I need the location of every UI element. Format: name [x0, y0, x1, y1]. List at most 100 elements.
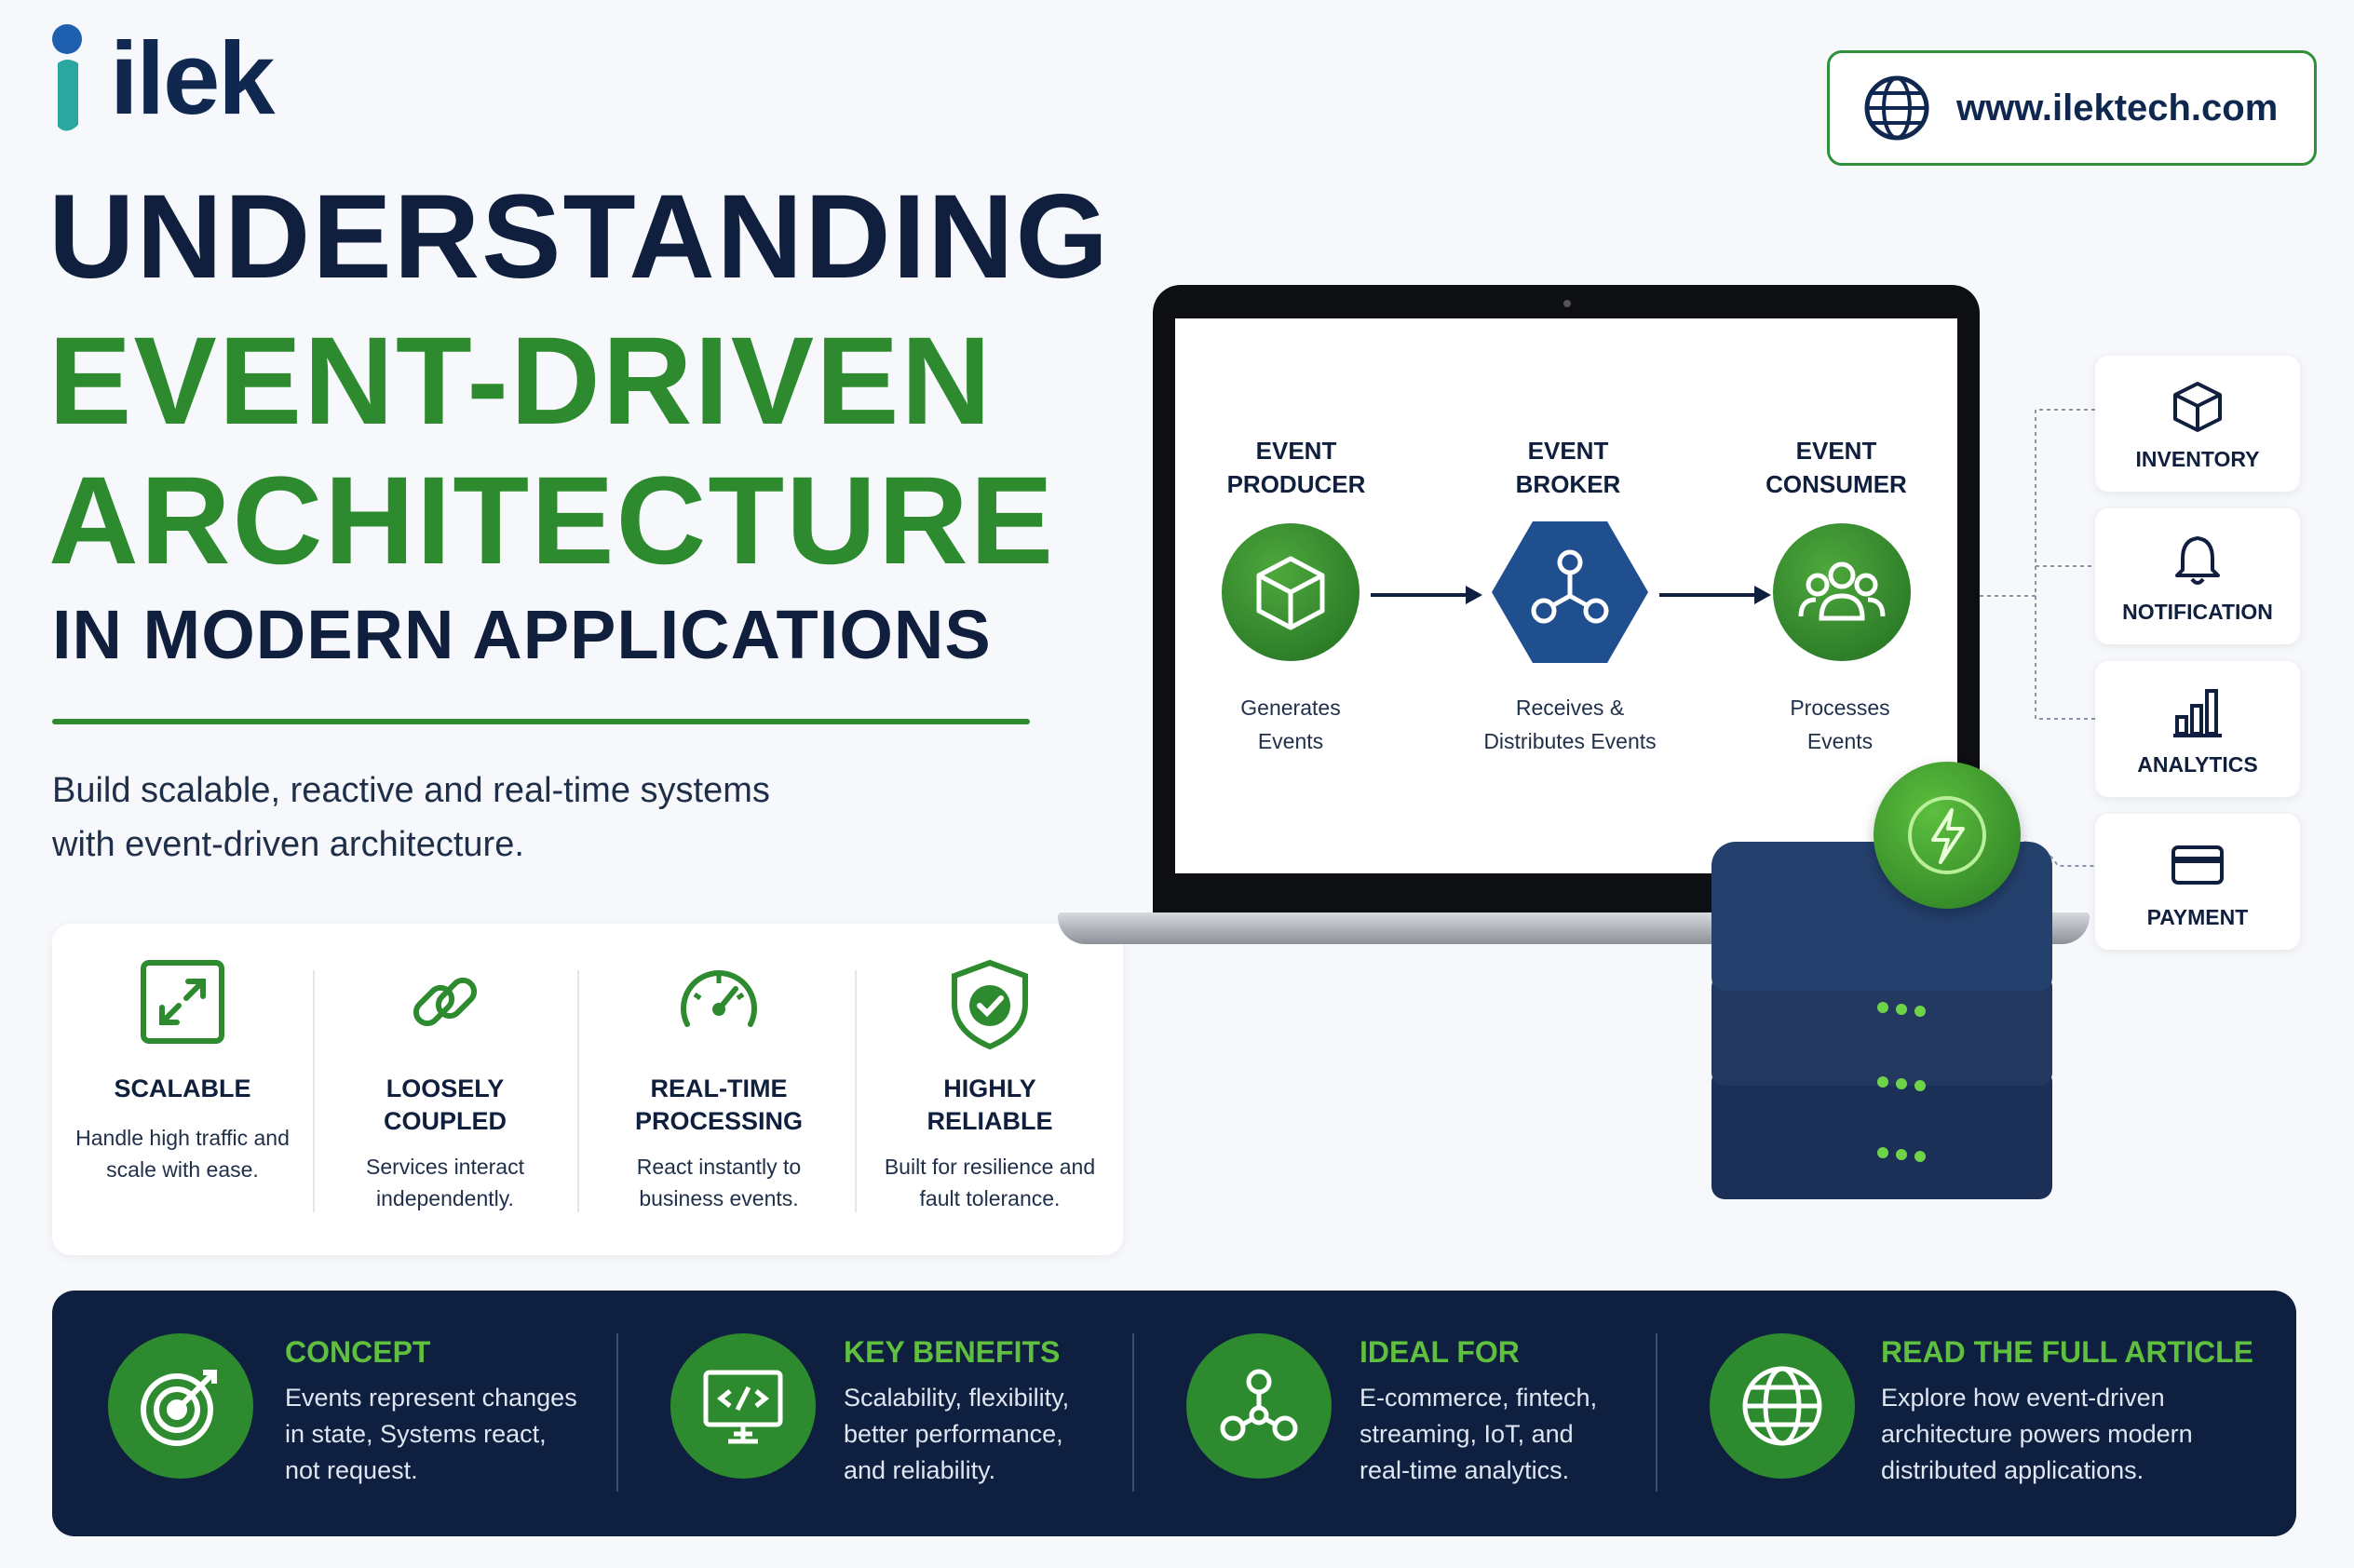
band-desc-line-3: and reliability.: [844, 1456, 996, 1484]
broker-node: [1492, 521, 1648, 663]
consumer-desc-line-1: Processes: [1790, 696, 1890, 720]
producer-desc-line-1: Generates: [1240, 696, 1341, 720]
consumer-label: EVENT CONSUMER: [1715, 434, 1957, 501]
service-label: PAYMENT: [2146, 905, 2249, 929]
broker-desc-line-1: Receives &: [1515, 696, 1625, 720]
band-item-concept: CONCEPT Events represent changes in stat…: [52, 1291, 611, 1536]
network-icon: [1220, 1369, 1298, 1441]
website-url[interactable]: www.ilektech.com: [1956, 87, 2279, 128]
producer-desc: Generates Events: [1170, 691, 1412, 758]
producer-node: [1222, 523, 1360, 661]
feature-scalable: SCALABLE Handle high traffic and scale w…: [52, 924, 313, 1255]
band-icon-circle: [1710, 1333, 1855, 1479]
feature-divider: [577, 970, 579, 1212]
feature-title-line-2: PROCESSING: [634, 1107, 804, 1135]
service-label: INVENTORY: [2135, 447, 2260, 471]
band-desc-line-3: distributed applications.: [1881, 1456, 2144, 1484]
subtitle: Build scalable, reactive and real-time s…: [52, 764, 983, 872]
title-line-3: ARCHITECTURE: [48, 452, 1056, 590]
band-desc: E-commerce, fintech, streaming, IoT, and…: [1360, 1380, 1676, 1489]
band-desc-line-2: architecture powers modern: [1881, 1420, 2193, 1448]
feature-title: LOOSELY COUPLED: [384, 1073, 507, 1138]
band-desc-line-1: Explore how event-driven: [1881, 1384, 2165, 1412]
feature-loosely-coupled: LOOSELY COUPLED Services interact indepe…: [315, 924, 575, 1255]
feature-title: REAL-TIME PROCESSING: [635, 1073, 803, 1138]
service-card-notification[interactable]: NOTIFICATION: [2095, 508, 2300, 644]
link-icon: [413, 977, 478, 1027]
globe-icon: [1864, 75, 1929, 141]
subtitle-line-1: Build scalable, reactive and real-time s…: [52, 771, 770, 810]
feature-desc: Services interact independently.: [366, 1151, 524, 1214]
feature-desc-line-2: fault tolerance.: [919, 1186, 1061, 1210]
band-title: IDEAL FOR: [1360, 1335, 1520, 1369]
feature-divider: [855, 970, 857, 1212]
network-icon: [1531, 549, 1609, 624]
feature-desc-line-1: Handle high traffic and: [75, 1126, 290, 1150]
arrow-icon: [1371, 586, 1482, 604]
band-desc-line-2: better performance,: [844, 1420, 1063, 1448]
band-desc-line-3: not request.: [285, 1456, 418, 1484]
feature-title-line-1: HIGHLY: [943, 1075, 1036, 1102]
consumer-label-line-1: EVENT: [1795, 437, 1877, 465]
globe-icon: [1742, 1366, 1822, 1446]
feature-title-line-2: COUPLED: [383, 1107, 507, 1135]
band-divider: [1656, 1333, 1657, 1492]
service-card-payment[interactable]: PAYMENT: [2095, 814, 2300, 950]
feature-real-time: REAL-TIME PROCESSING React instantly to …: [579, 924, 859, 1255]
feature-title: HIGHLY RELIABLE: [927, 1073, 1053, 1138]
band-desc: Explore how event-driven architecture po…: [1881, 1380, 2253, 1489]
band-title: KEY BENEFITS: [844, 1335, 1061, 1369]
band-desc-line-3: real-time analytics.: [1360, 1456, 1570, 1484]
server-unit: [1711, 1069, 2052, 1199]
feature-title-line-2: RELIABLE: [927, 1107, 1053, 1135]
brand-name: ilek: [110, 21, 275, 136]
broker-label-line-1: EVENT: [1527, 437, 1609, 465]
credit-card-icon: [2171, 845, 2224, 885]
service-label: ANALYTICS: [2137, 752, 2258, 777]
feature-desc-line-1: Services interact: [365, 1155, 524, 1179]
band-icon-circle: [1186, 1333, 1332, 1479]
bar-chart-icon: [2173, 689, 2222, 737]
feature-title-line-1: REAL-TIME: [650, 1075, 788, 1102]
consumer-node: [1773, 523, 1911, 661]
website-link[interactable]: www.ilektech.com: [1827, 50, 2317, 166]
title-line-1: UNDERSTANDING: [48, 170, 1111, 304]
band-desc-line-2: in state, Systems react,: [285, 1420, 547, 1448]
feature-desc-line-1: Built for resilience and: [884, 1155, 1096, 1179]
features-panel: SCALABLE Handle high traffic and scale w…: [52, 924, 1123, 1255]
producer-label-line-2: PRODUCER: [1226, 470, 1366, 498]
cube-icon: [1256, 556, 1325, 630]
band-desc-line-1: Events represent changes: [285, 1384, 577, 1412]
band-item-read-article[interactable]: READ THE FULL ARTICLE Explore how event-…: [1657, 1291, 2291, 1536]
speedometer-icon: [681, 970, 757, 1027]
expand-icon: [141, 960, 224, 1044]
consumer-label-line-2: CONSUMER: [1766, 470, 1907, 498]
band-item-ideal-for: IDEAL FOR E-commerce, fintech, streaming…: [1134, 1291, 1656, 1536]
feature-desc-line-2: scale with ease.: [106, 1157, 259, 1182]
feature-desc-line-2: independently.: [376, 1186, 514, 1210]
info-band: CONCEPT Events represent changes in stat…: [52, 1291, 2296, 1536]
service-card-inventory[interactable]: INVENTORY: [2095, 356, 2300, 492]
band-desc-line-1: Scalability, flexibility,: [844, 1384, 1070, 1412]
feature-divider: [313, 970, 315, 1212]
band-icon-circle: [670, 1333, 816, 1479]
band-desc: Scalability, flexibility, better perform…: [844, 1380, 1160, 1489]
feature-desc: React instantly to business events.: [637, 1151, 801, 1214]
users-icon: [1798, 561, 1886, 621]
lightning-icon: [1908, 796, 1986, 874]
band-icon-circle: [108, 1333, 253, 1479]
feature-title: SCALABLE: [114, 1075, 251, 1102]
band-title[interactable]: READ THE FULL ARTICLE: [1881, 1335, 2253, 1369]
service-card-analytics[interactable]: ANALYTICS: [2095, 661, 2300, 797]
shield-check-icon: [952, 959, 1028, 1050]
feature-highly-reliable: HIGHLY RELIABLE Built for resilience and…: [857, 924, 1123, 1255]
bell-icon: [2175, 536, 2220, 585]
consumer-desc-line-2: Events: [1806, 729, 1874, 753]
title-line-2: EVENT-DRIVEN: [48, 312, 994, 451]
band-divider: [1132, 1333, 1134, 1492]
server-unit: [1711, 974, 2052, 1086]
service-label: NOTIFICATION: [2122, 600, 2273, 624]
broker-desc-line-2: Distributes Events: [1483, 729, 1657, 753]
laptop-camera: [1563, 300, 1571, 307]
feature-desc-line-1: React instantly to: [636, 1155, 802, 1179]
